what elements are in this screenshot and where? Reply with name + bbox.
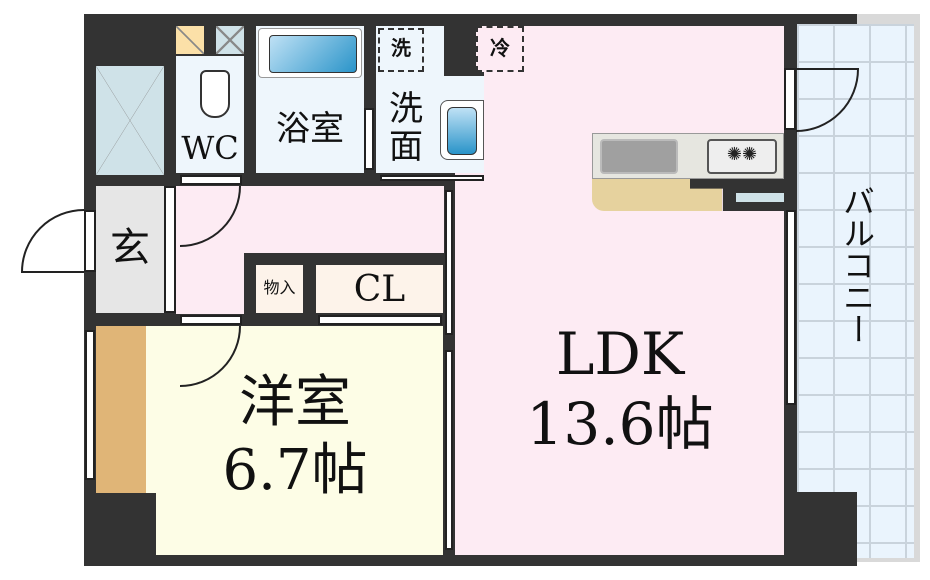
bath-door[interactable] — [364, 108, 374, 170]
washroom-label: 洗面 — [389, 89, 423, 167]
room-ldk — [455, 26, 784, 555]
washroom-door[interactable] — [380, 175, 484, 181]
western-door-swing — [179, 325, 241, 387]
western-name: 洋室 — [239, 370, 351, 435]
vanity-icon — [440, 100, 484, 160]
wc-door[interactable] — [180, 175, 242, 185]
front-door[interactable] — [84, 210, 96, 272]
bathtub-icon — [258, 28, 362, 78]
entrance-label: 玄 — [110, 225, 150, 271]
western-door[interactable] — [180, 315, 242, 325]
fridge-space — [476, 26, 524, 72]
room-western — [146, 326, 443, 555]
balcony-window[interactable] — [786, 210, 796, 405]
storage-room — [256, 265, 303, 313]
door-swing — [796, 68, 860, 132]
ldk-size: 13.6帖 — [526, 390, 714, 458]
western-bottom-left-wall — [146, 493, 156, 566]
bath-label: 浴室 — [276, 109, 344, 149]
wood-floor — [96, 326, 146, 493]
room-entrance — [96, 186, 164, 313]
vent-icon — [736, 193, 784, 202]
vent-yellow-icon — [175, 25, 205, 55]
western-window[interactable] — [85, 330, 95, 480]
toilet-icon — [200, 70, 230, 118]
storage-x-icon — [96, 66, 164, 175]
storage-label: 物入 — [263, 278, 296, 297]
washer-space — [378, 28, 424, 72]
sink-icon — [600, 139, 678, 174]
balcony-label: バルコニー — [838, 185, 876, 345]
balcony-floor — [797, 24, 857, 492]
wc-door-swing — [179, 185, 241, 247]
entrance-step — [164, 186, 176, 313]
balcony-door[interactable] — [784, 68, 796, 130]
stove-icon: ✺✺ — [707, 139, 777, 174]
closet-label: CL — [353, 269, 406, 310]
wc-label: WC — [181, 129, 239, 167]
washer-label: 洗 — [391, 36, 411, 60]
closet — [316, 265, 443, 313]
western-ldk-door[interactable] — [445, 350, 453, 550]
ldk-name: LDK — [555, 320, 685, 388]
ldk-door[interactable] — [445, 190, 453, 335]
vent-blue-icon — [216, 26, 244, 54]
western-size: 6.7帖 — [222, 438, 368, 503]
fridge-label: 冷 — [490, 36, 510, 60]
front-door-swing — [20, 209, 85, 273]
closet-door[interactable] — [318, 315, 442, 325]
